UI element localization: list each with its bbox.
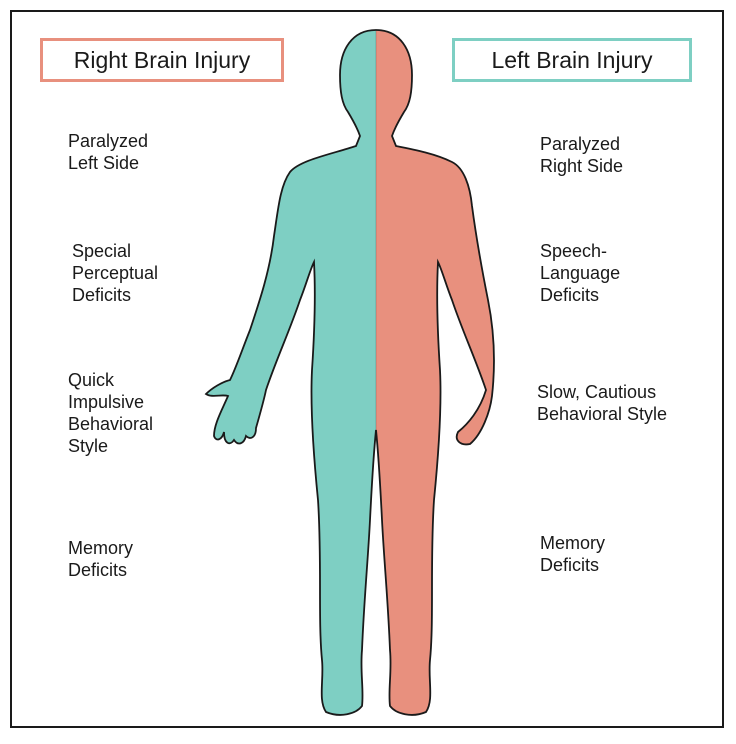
left-symptom-paralyzed: Paralyzed Right Side [540, 134, 624, 176]
right-symptom-perceptual: Special Perceptual Deficits [72, 241, 159, 305]
left-symptom-behavioral: Slow, Cautious Behavioral Style [537, 382, 668, 424]
right-symptom-paralyzed: Paralyzed Left Side [68, 131, 149, 173]
right-brain-injury-title: Right Brain Injury [73, 46, 251, 73]
body-left-half [206, 30, 376, 715]
right-symptom-behavioral: Quick Impulsive Behavioral Style [68, 370, 154, 456]
right-symptom-memory: Memory Deficits [68, 538, 134, 580]
left-symptom-speech: Speech- Language Deficits [540, 241, 621, 305]
left-symptom-memory: Memory Deficits [540, 533, 606, 575]
right-brain-injury-header: Right Brain Injury [40, 38, 284, 82]
left-brain-injury-title: Left Brain Injury [491, 46, 653, 73]
left-brain-injury-header: Left Brain Injury [452, 38, 692, 82]
